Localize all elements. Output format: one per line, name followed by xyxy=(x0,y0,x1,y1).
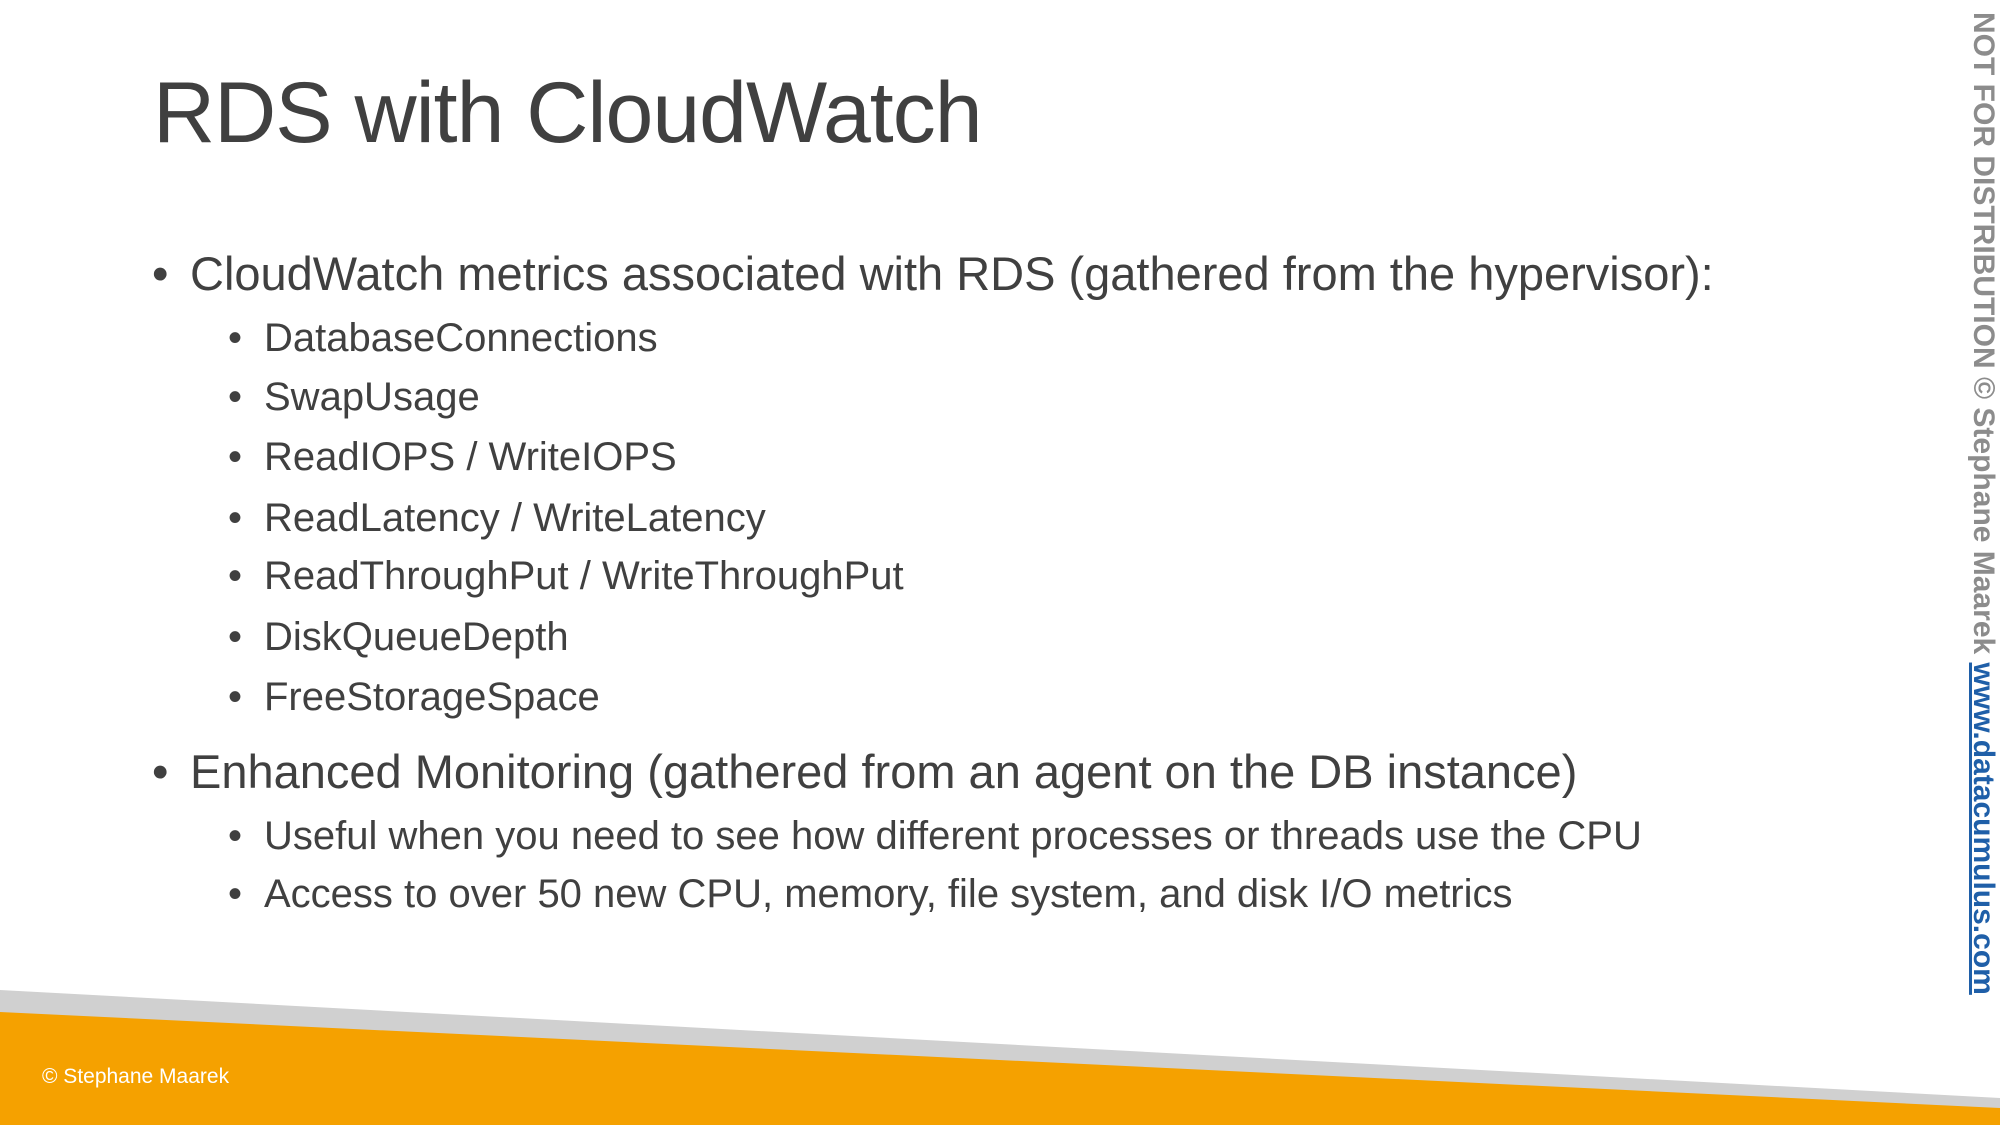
sub-bullet-text: SwapUsage xyxy=(264,375,480,419)
sub-bullet-text: DatabaseConnections xyxy=(264,316,658,360)
sub-bullet-text: Access to over 50 new CPU, memory, file … xyxy=(264,872,1513,916)
sub-bullet-item: • Useful when you need to see how differe… xyxy=(228,812,1642,860)
sub-bullet-item: • ReadIOPS / WriteIOPS xyxy=(228,433,677,481)
bullet-icon: • xyxy=(152,247,169,300)
footer-copyright: © Stephane Maarek xyxy=(42,1065,230,1088)
bullet-icon: • xyxy=(228,496,243,540)
slide-title: RDS with CloudWatch xyxy=(153,65,983,161)
bullet-icon: • xyxy=(228,435,243,479)
bullet-icon: • xyxy=(228,675,243,719)
watermark-link[interactable]: www.datacumulus.com xyxy=(1967,662,2000,995)
sub-bullet-text: FreeStorageSpace xyxy=(264,675,600,719)
sub-bullet-item: • DiskQueueDepth xyxy=(228,613,569,661)
sub-bullet-text: ReadLatency / WriteLatency xyxy=(264,496,766,540)
sub-bullet-text: DiskQueueDepth xyxy=(264,615,569,659)
sub-bullet-item: • ReadLatency / WriteLatency xyxy=(228,494,766,542)
footer-orange-band xyxy=(0,1012,2000,1125)
bullet-icon: • xyxy=(228,375,243,419)
bullet-icon: • xyxy=(228,814,243,858)
bullet-icon: • xyxy=(228,554,243,598)
sub-bullet-item: • DatabaseConnections xyxy=(228,314,658,362)
bullet-icon: • xyxy=(228,615,243,659)
bullet-text: Enhanced Monitoring (gathered from an ag… xyxy=(190,745,1578,798)
sub-bullet-text: Useful when you need to see how differen… xyxy=(264,814,1642,858)
bullet-icon: • xyxy=(228,872,243,916)
side-watermark: NOT FOR DISTRIBUTION © Stephane Maarek w… xyxy=(1966,12,2000,995)
bullet-icon: • xyxy=(152,745,169,798)
sub-bullet-item: • ReadThroughPut / WriteThroughPut xyxy=(228,552,904,600)
sub-bullet-item: • FreeStorageSpace xyxy=(228,673,600,721)
sub-bullet-item: • SwapUsage xyxy=(228,373,480,421)
sub-bullet-text: ReadIOPS / WriteIOPS xyxy=(264,435,677,479)
bullet-item: • Enhanced Monitoring (gathered from an a… xyxy=(152,744,1577,800)
bullet-item: • CloudWatch metrics associated with RDS … xyxy=(152,246,1714,302)
footer-band xyxy=(0,990,2000,1125)
sub-bullet-text: ReadThroughPut / WriteThroughPut xyxy=(264,554,904,598)
sub-bullet-item: • Access to over 50 new CPU, memory, file… xyxy=(228,870,1513,918)
bullet-icon: • xyxy=(228,316,243,360)
watermark-notice: NOT FOR DISTRIBUTION © Stephane Maarek xyxy=(1967,12,2000,655)
bullet-text: CloudWatch metrics associated with RDS (… xyxy=(190,247,1714,300)
